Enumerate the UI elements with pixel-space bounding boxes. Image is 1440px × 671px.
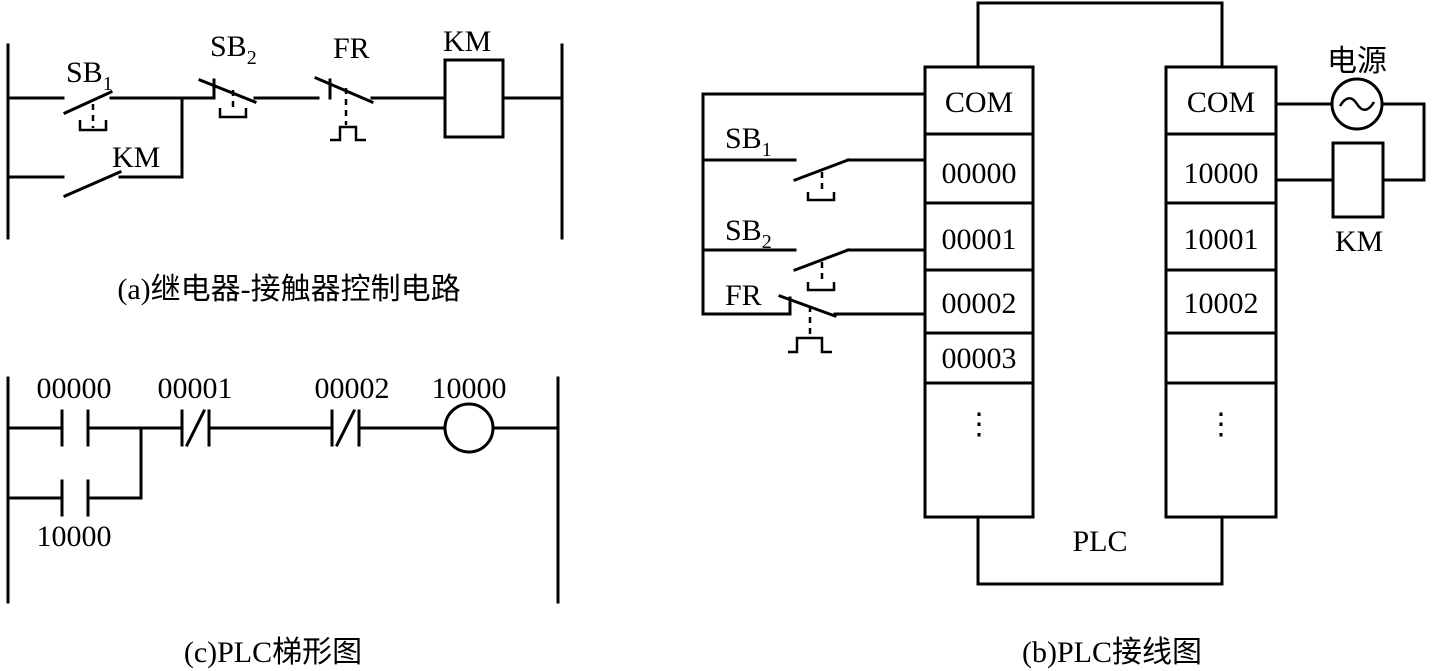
label-10000-holding: 10000 (37, 520, 112, 553)
input-00000: 00000 (942, 157, 1017, 190)
fr-label: FR (333, 32, 370, 65)
sb2-button (218, 108, 248, 119)
plc-bottom-connector (976, 515, 1224, 586)
sb1-contact (63, 90, 113, 115)
sb2-wiring-contact (793, 248, 850, 272)
caption-b: (b)PLC接线图 (1022, 636, 1202, 669)
sb2-contact (198, 78, 257, 104)
wiring-fr-label: FR (725, 279, 762, 312)
sb1-wiring-button (806, 192, 836, 202)
plc-label: PLC (1072, 525, 1127, 558)
km-contact-label: KM (112, 141, 160, 174)
sb2-wiring-button (806, 282, 836, 292)
coil-10000 (443, 402, 495, 454)
km-holding-contact (63, 170, 122, 198)
wiring-km-label: KM (1335, 225, 1383, 258)
fr-thermal (330, 125, 366, 142)
ac-symbol (1338, 97, 1376, 111)
fr-wiring-thermal (788, 336, 832, 354)
input-common-wire (701, 92, 927, 316)
wiring-sb1-label: SB1 (725, 122, 772, 161)
wiring-km-coil (1331, 141, 1385, 219)
output-com: COM (1187, 86, 1255, 119)
input-ellipsis: ⋮ (964, 408, 994, 441)
power-label: 电源 (1327, 45, 1387, 78)
plc-top-connector (976, 1, 1224, 69)
output-10000: 10000 (1184, 157, 1259, 190)
output-ellipsis: ⋮ (1206, 408, 1236, 441)
sb2-label: SB2 (210, 30, 257, 69)
caption-a: (a)继电器-接触器控制电路 (117, 273, 460, 306)
km-coil (443, 58, 505, 139)
label-00000: 00000 (37, 372, 112, 405)
output-10001: 10001 (1184, 223, 1259, 256)
label-00001: 00001 (158, 372, 233, 405)
label-10000: 10000 (432, 372, 507, 405)
caption-c: (c)PLC梯形图 (184, 636, 362, 669)
input-com: COM (945, 86, 1013, 119)
relay-circuit: SB1 SB2 FR KM KM (a)继电器-接触器控制电路 (6, 25, 564, 306)
sb1-label: SB1 (66, 56, 113, 95)
sb1-wiring-contact (793, 158, 850, 182)
label-00002: 00002 (315, 372, 390, 405)
km-coil-label: KM (443, 25, 491, 58)
wiring-diagram: COM 00000 00001 00002 00003 ⋮ COM 10000 … (701, 1, 1426, 669)
wiring-sb2-label: SB2 (725, 214, 772, 253)
fr-contact (314, 76, 374, 104)
sb1-button (78, 120, 108, 132)
input-00002: 00002 (942, 287, 1017, 320)
ladder-diagram: 00000 00001 00002 10000 10000 (c)PLC梯形图 (6, 372, 560, 669)
output-10002: 10002 (1184, 287, 1259, 320)
input-00001: 00001 (942, 223, 1017, 256)
input-00003: 00003 (942, 342, 1017, 375)
